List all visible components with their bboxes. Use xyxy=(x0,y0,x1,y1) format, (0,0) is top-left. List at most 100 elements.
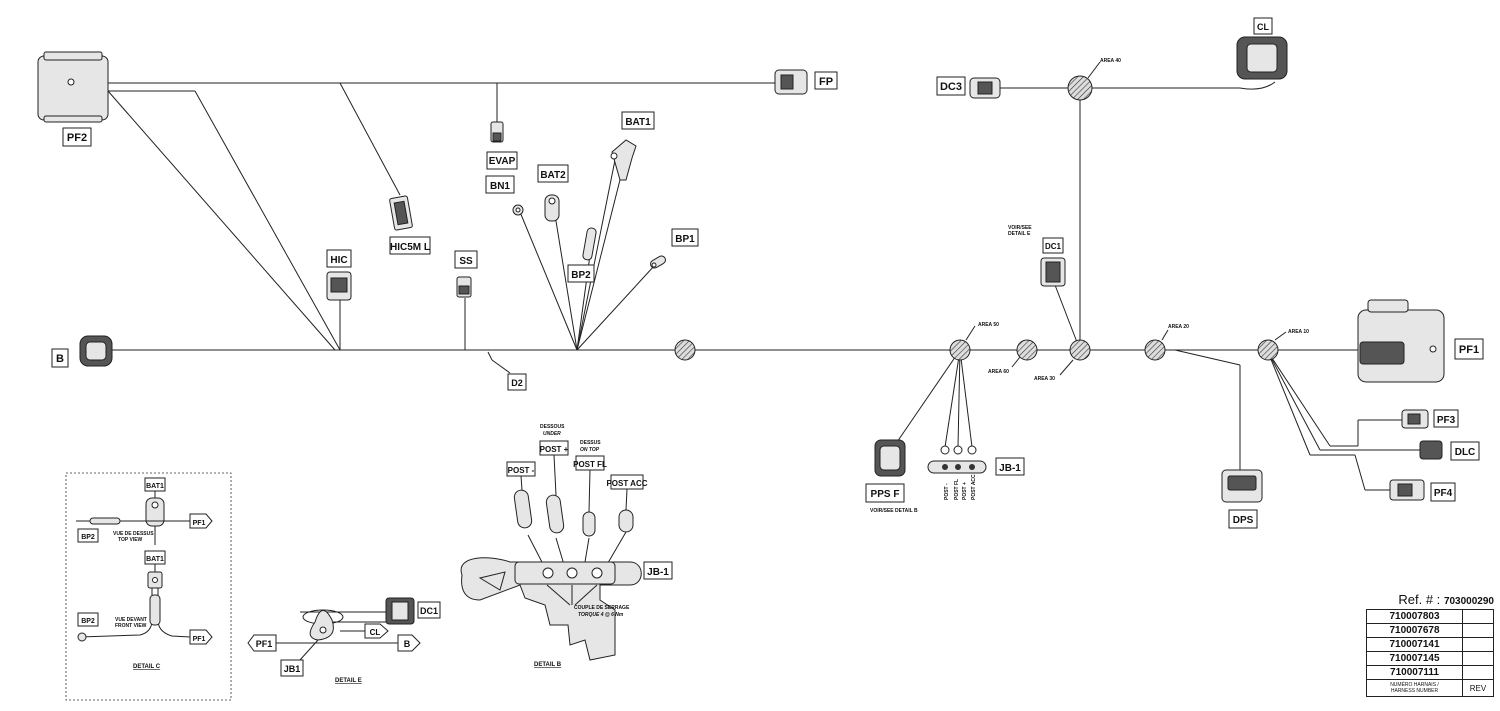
table-row: 710007803 xyxy=(1366,609,1494,624)
area-30-label: AREA 30 xyxy=(1034,376,1055,382)
detail-b-post-plus: POST + xyxy=(540,445,569,454)
fp-connector-icon xyxy=(774,69,808,95)
splice-area-50 xyxy=(949,339,971,361)
evap-connector-icon xyxy=(490,121,504,143)
dlc-connector-icon xyxy=(1419,440,1443,460)
detail-c-front-view-1: VUE DEVANT xyxy=(115,617,147,623)
bn1-label: BN1 xyxy=(490,181,510,192)
area-60-label: AREA 60 xyxy=(988,369,1009,375)
splice-area-20 xyxy=(1144,339,1166,361)
harness-number-table: 710007803 710007678 710007141 710007145 … xyxy=(1366,609,1494,697)
detail-e-pf1: PF1 xyxy=(256,639,273,649)
ss-sensor-icon xyxy=(456,276,472,298)
dc1-see-note-2: DETAIL E xyxy=(1008,231,1031,237)
dc3-connector-icon xyxy=(969,77,1001,99)
detail-b-under-1: DESSOUS xyxy=(540,424,565,430)
jb1-junction-block-icon xyxy=(927,445,987,474)
jb1-post-acc-label: POST ACC xyxy=(971,474,977,500)
bp1-terminal-icon xyxy=(650,255,666,269)
dc1-label: DC1 xyxy=(1045,242,1062,251)
detail-b-post-minus: POST - xyxy=(508,466,535,475)
hic5m-connector-icon xyxy=(389,195,413,231)
table-row: 710007141 xyxy=(1366,637,1494,652)
detail-b-post-acc: POST ACC xyxy=(606,479,647,488)
dc1-see-note-1: VOIR/SEE xyxy=(1008,225,1032,231)
detail-b-under-2: UNDER xyxy=(543,431,561,437)
detail-e-cl: CL xyxy=(370,628,381,637)
pf4-label: PF4 xyxy=(1434,488,1453,499)
area-40-label: AREA 40 xyxy=(1100,58,1121,64)
reference-title-label: Ref. # : xyxy=(1398,592,1441,607)
table-footer-row: NUMÉRO HARNAIS /HARNESS NUMBER REV xyxy=(1366,679,1494,697)
hic-connector-icon xyxy=(326,271,352,301)
pf3-label: PF3 xyxy=(1437,415,1456,426)
harness-number: 710007678 xyxy=(1366,623,1463,638)
pf3-connector-icon xyxy=(1401,409,1429,429)
bn1-terminal-icon xyxy=(512,204,524,216)
dps-label: DPS xyxy=(1233,515,1254,526)
dc1-connector-icon xyxy=(1040,257,1066,287)
detail-e: DC1 CL PF1 B JB1 DETAIL E xyxy=(247,597,441,684)
splice-area-10 xyxy=(1257,339,1279,361)
bp2-terminal-icon xyxy=(582,227,597,261)
rev-label: REV xyxy=(1462,679,1494,697)
detail-e-b: B xyxy=(404,639,411,649)
detail-c-top-view-1: VUE DE DESSUS xyxy=(113,531,154,537)
bat2-terminal-icon xyxy=(544,194,560,222)
detail-c-top-view-2: TOP VIEW xyxy=(118,537,143,543)
detail-c-bp2-front: BP2 xyxy=(81,618,95,625)
dc3-label: DC3 xyxy=(940,81,962,93)
pf4-connector-icon xyxy=(1389,479,1425,501)
hic5m-label: HIC5M L xyxy=(390,242,430,253)
area-20-label: AREA 20 xyxy=(1168,324,1189,330)
area-50-label: AREA 50 xyxy=(978,322,999,328)
reference-title: Ref. # : 703000290 xyxy=(1366,592,1494,607)
detail-c-bat1-front: BAT1 xyxy=(146,556,164,563)
pf2-connector-icon xyxy=(37,51,109,123)
ss-label: SS xyxy=(459,256,473,267)
table-footer-line-2: HARNESS NUMBER xyxy=(1390,688,1439,694)
splice-area-40 xyxy=(1067,75,1093,101)
area-10-label: AREA 10 xyxy=(1288,329,1309,335)
bp1-label: BP1 xyxy=(675,234,695,245)
hic-label: HIC xyxy=(330,255,347,266)
table-footer: NUMÉRO HARNAIS /HARNESS NUMBER xyxy=(1366,679,1463,697)
harness-number: 710007111 xyxy=(1366,665,1463,680)
cl-label: CL xyxy=(1257,22,1269,32)
pf1-label: PF1 xyxy=(1459,344,1479,356)
harness-number: 710007141 xyxy=(1366,637,1463,652)
fp-label: FP xyxy=(819,76,833,88)
detail-b-torque-2: TORQUE 4 @ 6 Nm xyxy=(578,612,624,618)
detail-c-pf1-front: PF1 xyxy=(193,636,206,643)
area-splices: AREA 40 AREA 50 AREA 60 AREA 30 AREA 20 … xyxy=(674,58,1309,382)
table-row: 710007678 xyxy=(1366,623,1494,638)
table-row: 710007145 xyxy=(1366,651,1494,666)
evap-label: EVAP xyxy=(489,156,516,167)
detail-b: DESSOUS UNDER DESSUS ON TOP POST - POST … xyxy=(460,424,673,668)
splice-area-60 xyxy=(1016,339,1038,361)
pps-label: PPS F xyxy=(871,489,900,500)
table-footer-line-1: NUMÉRO HARNAIS / xyxy=(1390,682,1439,688)
detail-b-ontop-1: DESSUS xyxy=(580,440,601,446)
jb1-post-minus-label: POST - xyxy=(944,483,950,500)
jb1-post-fl-label: POST FL xyxy=(954,479,960,500)
detail-c-bp2-top: BP2 xyxy=(81,534,95,541)
detail-b-caption: DETAIL B xyxy=(534,662,562,668)
b-label: B xyxy=(56,353,64,365)
detail-c: BAT1 PF1 BP2 VUE DE DESSUS TOP VIEW BAT1… xyxy=(65,472,232,701)
reference-panel: Ref. # : 703000290 710007803 710007678 7… xyxy=(1366,592,1494,697)
detail-c-pf1-top: PF1 xyxy=(193,520,206,527)
detail-c-caption: DETAIL C xyxy=(133,664,161,670)
bp2-label: BP2 xyxy=(571,270,591,281)
detail-e-jb1: JB1 xyxy=(284,664,301,674)
d2-label: D2 xyxy=(511,378,523,388)
pf1-connector-icon xyxy=(1357,299,1445,383)
dlc-label: DLC xyxy=(1455,447,1476,458)
see-detail-b-note: VOIR/SEE DETAIL B xyxy=(870,508,918,514)
splice-area-30 xyxy=(1069,339,1091,361)
jb1-label: JB-1 xyxy=(999,463,1021,474)
harness-number: 710007803 xyxy=(1366,609,1463,624)
detail-c-bat1-top: BAT1 xyxy=(146,483,164,490)
pps-connector-icon xyxy=(874,439,906,477)
